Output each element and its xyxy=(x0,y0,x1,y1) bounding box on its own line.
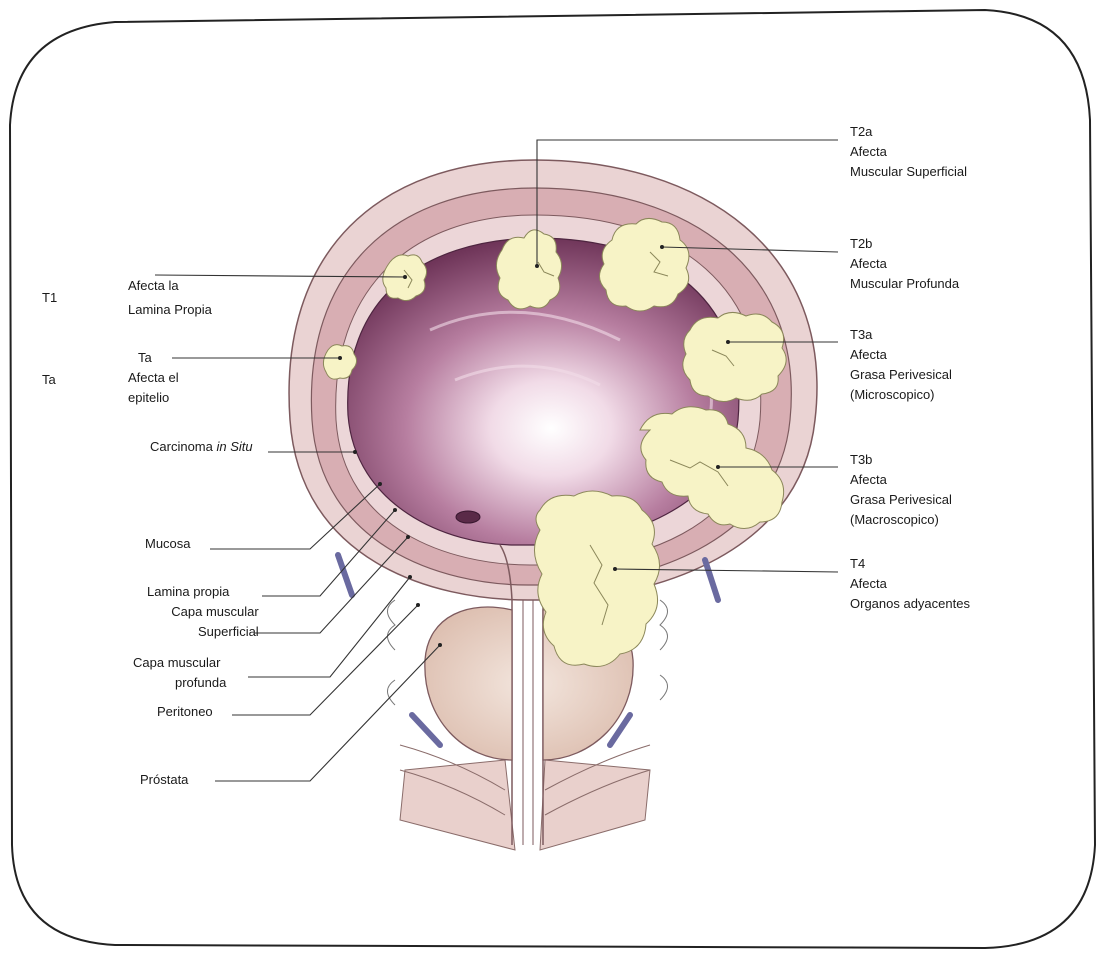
label-t3b-qualifier: (Macroscopico) xyxy=(850,510,952,530)
label-t4-stage: T4 xyxy=(850,554,970,574)
label-t3a: T3a Afecta Grasa Perivesical (Microscopi… xyxy=(850,325,952,405)
label-afecta-epitelio-line2: epitelio xyxy=(128,388,179,408)
label-t3a-desc: Grasa Perivesical xyxy=(850,365,952,385)
pelvic-tissue xyxy=(400,760,650,850)
label-t3b-desc: Grasa Perivesical xyxy=(850,490,952,510)
label-capa-superficial: Capa muscular Superficial xyxy=(170,602,259,642)
label-t2a-afecta: Afecta xyxy=(850,142,967,162)
label-peritoneo: Peritoneo xyxy=(157,702,213,722)
label-afecta-epitelio: Afecta el epitelio xyxy=(128,368,179,408)
label-cis-italic: in Situ xyxy=(216,439,252,454)
stage-label-t1: T1 xyxy=(42,288,57,308)
label-t4-desc: Organos adyacentes xyxy=(850,594,970,614)
label-capa-profunda-line2: profunda xyxy=(133,673,226,693)
label-capa-superficial-line2: Superficial xyxy=(170,622,259,642)
label-prostata: Próstata xyxy=(140,770,188,790)
label-lamina-propia: Lamina propia xyxy=(147,582,229,602)
label-afecta-lamina: Afecta la Lamina Propia xyxy=(128,276,212,320)
label-t2b-stage: T2b xyxy=(850,234,959,254)
label-t2b-afecta: Afecta xyxy=(850,254,959,274)
label-t4: T4 Afecta Organos adyacentes xyxy=(850,554,970,614)
label-t2a: T2a Afecta Muscular Superficial xyxy=(850,122,967,182)
label-t2b: T2b Afecta Muscular Profunda xyxy=(850,234,959,294)
label-afecta-epitelio-line1: Afecta el xyxy=(128,368,179,388)
label-t2a-desc: Muscular Superficial xyxy=(850,162,967,182)
label-t3a-stage: T3a xyxy=(850,325,952,345)
label-t2b-desc: Muscular Profunda xyxy=(850,274,959,294)
label-capa-profunda: Capa muscular profunda xyxy=(133,653,226,693)
label-afecta-lamina-line1: Afecta la xyxy=(128,276,212,296)
ureteric-orifice xyxy=(456,511,480,523)
label-carcinoma-in-situ: Carcinoma in Situ xyxy=(150,437,253,457)
label-t4-afecta: Afecta xyxy=(850,574,970,594)
label-t3b: T3b Afecta Grasa Perivesical (Macroscopi… xyxy=(850,450,952,530)
label-cis-prefix: Carcinoma xyxy=(150,439,216,454)
label-afecta-lamina-line2: Lamina Propia xyxy=(128,300,212,320)
label-t3b-stage: T3b xyxy=(850,450,952,470)
urethra xyxy=(523,600,533,845)
label-t3a-qualifier: (Microscopico) xyxy=(850,385,952,405)
tumor-t4 xyxy=(534,491,659,666)
label-t3b-afecta: Afecta xyxy=(850,470,952,490)
tumor-t3a xyxy=(683,312,786,401)
stage-label-ta: Ta xyxy=(42,370,56,390)
label-mucosa: Mucosa xyxy=(145,534,191,554)
label-capa-superficial-line1: Capa muscular xyxy=(170,602,259,622)
label-t2a-stage: T2a xyxy=(850,122,967,142)
label-capa-profunda-line1: Capa muscular xyxy=(133,653,226,673)
label-t3a-afecta: Afecta xyxy=(850,345,952,365)
label-ta-tag: Ta xyxy=(138,348,152,368)
